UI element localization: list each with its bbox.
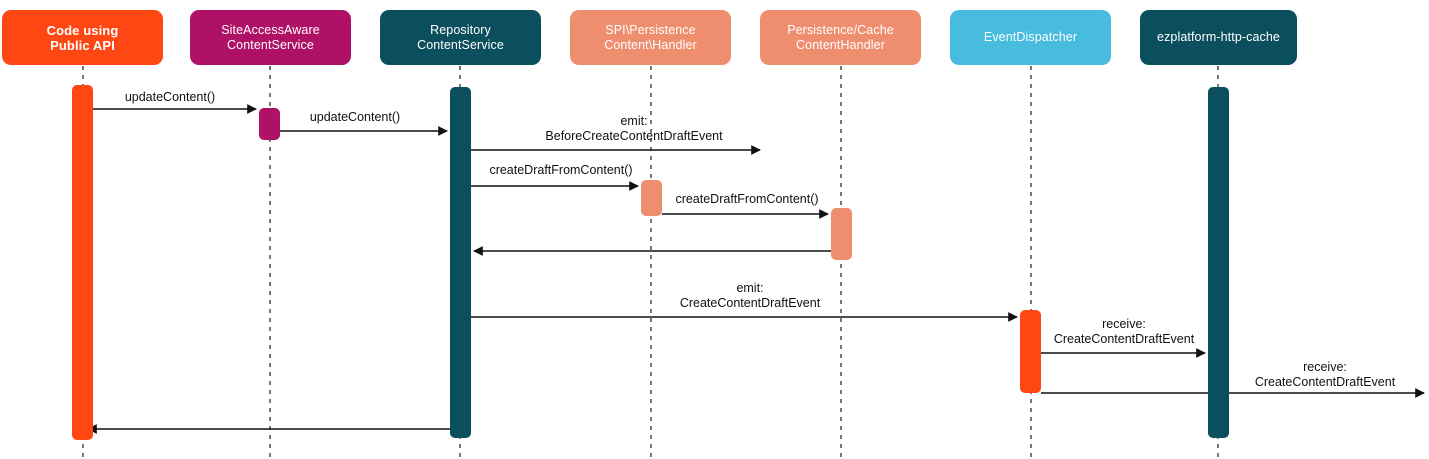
act-public-api bbox=[72, 85, 93, 440]
participant-repository[interactable]: Repository ContentService bbox=[380, 10, 541, 65]
msg-update-content-1-label: updateContent() bbox=[124, 90, 216, 104]
participant-cache-handler[interactable]: Persistence/Cache ContentHandler bbox=[760, 10, 921, 65]
act-cache-handler bbox=[831, 208, 852, 260]
msg-emit-create-content-draft-label: emit: CreateContentDraftEvent bbox=[679, 281, 821, 310]
act-dispatcher bbox=[1020, 310, 1041, 393]
msg-update-content-2-label: updateContent() bbox=[309, 110, 401, 124]
participant-public-api[interactable]: Code using Public API bbox=[2, 10, 163, 65]
msg-emit-before-create-draft-label: emit: BeforeCreateContentDraftEvent bbox=[545, 114, 723, 143]
act-repository bbox=[450, 87, 471, 438]
msg-receive-create-content-draft-2-label: receive: CreateContentDraftEvent bbox=[1254, 360, 1396, 389]
participant-http-cache[interactable]: ezplatform-http-cache bbox=[1140, 10, 1297, 65]
msg-receive-create-content-draft-1-label: receive: CreateContentDraftEvent bbox=[1053, 317, 1195, 346]
msg-create-draft-from-content-1-label: createDraftFromContent() bbox=[489, 163, 633, 177]
act-http-cache bbox=[1208, 87, 1229, 438]
msg-create-draft-from-content-2-label: createDraftFromContent() bbox=[675, 192, 819, 206]
act-siteaccess bbox=[259, 108, 280, 140]
participant-dispatcher[interactable]: EventDispatcher bbox=[950, 10, 1111, 65]
act-spi-handler bbox=[641, 180, 662, 216]
participant-spi-handler[interactable]: SPI\Persistence Content\Handler bbox=[570, 10, 731, 65]
messages-group bbox=[87, 104, 1425, 434]
participant-siteaccess[interactable]: SiteAccessAware ContentService bbox=[190, 10, 351, 65]
